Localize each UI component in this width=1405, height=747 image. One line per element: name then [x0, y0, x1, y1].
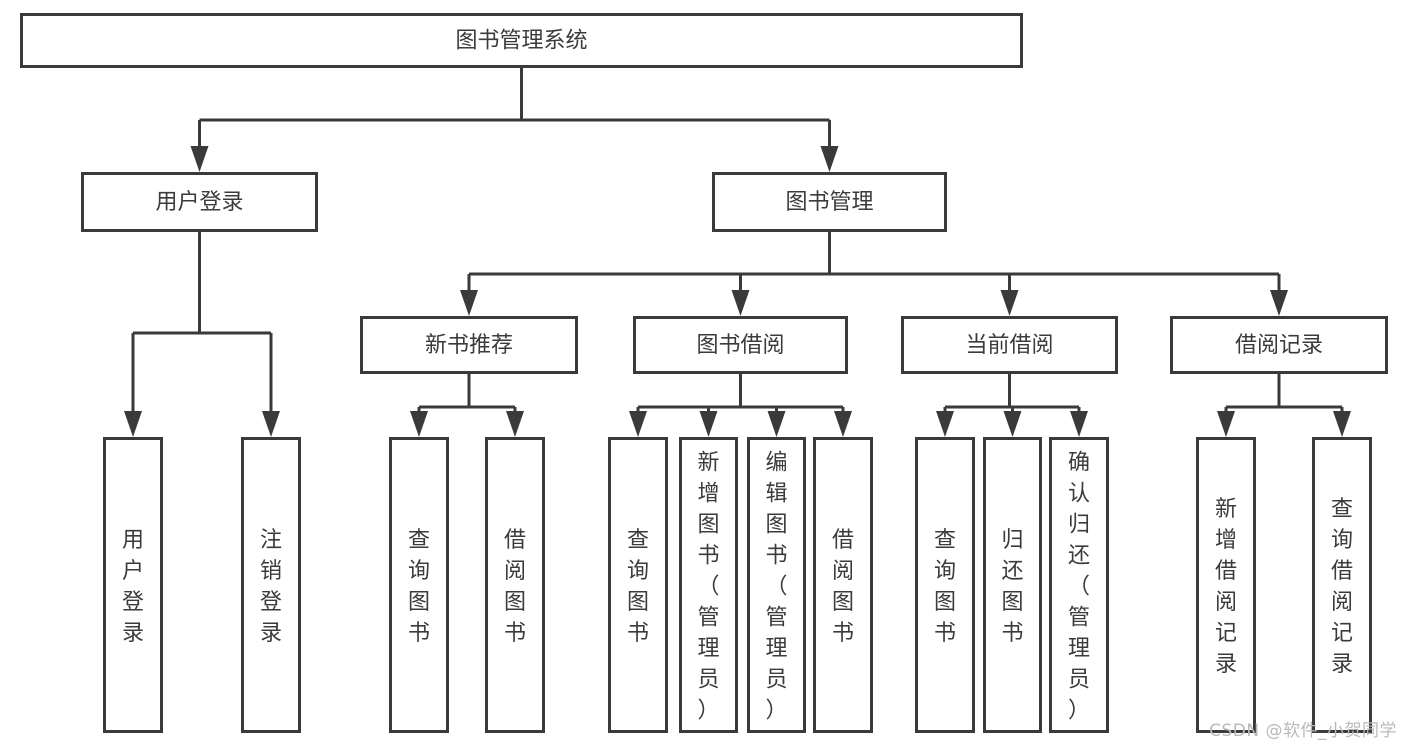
arrow-head-icon — [1070, 411, 1088, 437]
node-box[interactable] — [1170, 316, 1388, 374]
connector-group-borrow-record — [1217, 374, 1351, 437]
node-box[interactable] — [712, 172, 947, 232]
node-box[interactable] — [901, 316, 1118, 374]
node-book-manage[interactable]: 图书管理 — [712, 172, 947, 232]
connector-group-root — [190, 68, 839, 172]
node-new-book-rec[interactable]: 新书推荐 — [360, 316, 578, 374]
node-leaf-confirm-return[interactable]: 确认归还（管理员） — [1049, 437, 1109, 733]
arrow-head-icon — [629, 411, 647, 437]
node-box[interactable] — [1196, 437, 1256, 733]
arrow-head-icon — [731, 290, 750, 316]
connector-group-current-borrow — [936, 374, 1088, 437]
node-box[interactable] — [103, 437, 163, 733]
connector-group-user-login — [124, 232, 280, 437]
connector-group-book-borrow — [629, 374, 852, 437]
node-box[interactable] — [679, 437, 738, 733]
node-label: 归还图书 — [1001, 528, 1023, 646]
node-box[interactable] — [915, 437, 975, 733]
node-label: 当前借阅 — [965, 333, 1053, 358]
node-box[interactable] — [485, 437, 545, 733]
node-leaf-borrow-book[interactable]: 借阅图书 — [813, 437, 873, 733]
node-borrow-record[interactable]: 借阅记录 — [1170, 316, 1388, 374]
node-label: 新增图书（管理员） — [697, 451, 719, 724]
arrow-head-icon — [190, 146, 209, 172]
node-label: 查询图书 — [934, 528, 956, 646]
node-leaf-return-book[interactable]: 归还图书 — [983, 437, 1042, 733]
node-leaf-borrow-book-rec[interactable]: 借阅图书 — [485, 437, 545, 733]
node-leaf-edit-book[interactable]: 编辑图书（管理员） — [747, 437, 806, 733]
node-box[interactable] — [20, 13, 1023, 68]
arrow-head-icon — [262, 411, 280, 437]
node-box[interactable] — [81, 172, 318, 232]
node-leaf-query-record[interactable]: 查询借阅记录 — [1312, 437, 1372, 733]
node-box[interactable] — [1049, 437, 1109, 733]
node-label: 借阅图书 — [504, 528, 526, 646]
node-box[interactable] — [608, 437, 668, 733]
node-label: 查询图书 — [408, 528, 430, 646]
node-label: 用户登录 — [155, 190, 243, 215]
node-label: 图书管理 — [785, 190, 873, 215]
node-label: 查询借阅记录 — [1331, 497, 1353, 677]
node-box[interactable] — [241, 437, 301, 733]
node-box[interactable] — [1312, 437, 1372, 733]
node-label: 图书管理系统 — [455, 29, 587, 54]
arrow-head-icon — [1003, 411, 1022, 437]
node-leaf-query-book-rec[interactable]: 查询图书 — [389, 437, 449, 733]
node-box[interactable] — [813, 437, 873, 733]
node-box[interactable] — [389, 437, 449, 733]
connector-group-book-manage — [460, 232, 1288, 316]
arrow-head-icon — [767, 411, 786, 437]
node-book-borrow[interactable]: 图书借阅 — [633, 316, 848, 374]
node-leaf-add-record[interactable]: 新增借阅记录 — [1196, 437, 1256, 733]
arrow-head-icon — [1217, 411, 1235, 437]
arrow-head-icon — [936, 411, 954, 437]
node-leaf-query-book-cur[interactable]: 查询图书 — [915, 437, 975, 733]
node-label: 确认归还（管理员） — [1068, 451, 1090, 724]
arrow-head-icon — [1000, 290, 1019, 316]
connector-layer — [124, 68, 1351, 437]
node-root[interactable]: 图书管理系统 — [20, 13, 1023, 68]
connector-group-new-book-rec — [410, 374, 524, 437]
node-layer: 图书管理系统用户登录图书管理新书推荐图书借阅当前借阅借阅记录用户登录注销登录查询… — [20, 13, 1388, 733]
node-user-login[interactable]: 用户登录 — [81, 172, 318, 232]
node-label: 图书借阅 — [696, 333, 784, 358]
node-box[interactable] — [360, 316, 578, 374]
node-label: 查询图书 — [627, 528, 649, 646]
node-label: 用户登录 — [122, 528, 144, 646]
node-box[interactable] — [983, 437, 1042, 733]
node-label: 注销登录 — [260, 528, 282, 646]
arrow-head-icon — [506, 411, 524, 437]
node-label: 新增借阅记录 — [1215, 497, 1237, 677]
node-current-borrow[interactable]: 当前借阅 — [901, 316, 1118, 374]
node-label: 编辑图书（管理员） — [765, 451, 787, 724]
arrow-head-icon — [124, 411, 142, 437]
arrow-head-icon — [834, 411, 852, 437]
arrow-head-icon — [820, 146, 839, 172]
node-leaf-logout[interactable]: 注销登录 — [241, 437, 301, 733]
arrow-head-icon — [410, 411, 428, 437]
node-box[interactable] — [747, 437, 806, 733]
arrow-head-icon — [1333, 411, 1351, 437]
node-box[interactable] — [633, 316, 848, 374]
arrow-head-icon — [1270, 290, 1288, 316]
node-label: 借阅图书 — [832, 528, 854, 646]
node-leaf-user-login[interactable]: 用户登录 — [103, 437, 163, 733]
arrow-head-icon — [699, 411, 718, 437]
node-leaf-add-book[interactable]: 新增图书（管理员） — [679, 437, 738, 733]
node-label: 新书推荐 — [425, 333, 513, 358]
node-leaf-query-book-borrow[interactable]: 查询图书 — [608, 437, 668, 733]
node-label: 借阅记录 — [1235, 333, 1323, 358]
arrow-head-icon — [460, 290, 478, 316]
